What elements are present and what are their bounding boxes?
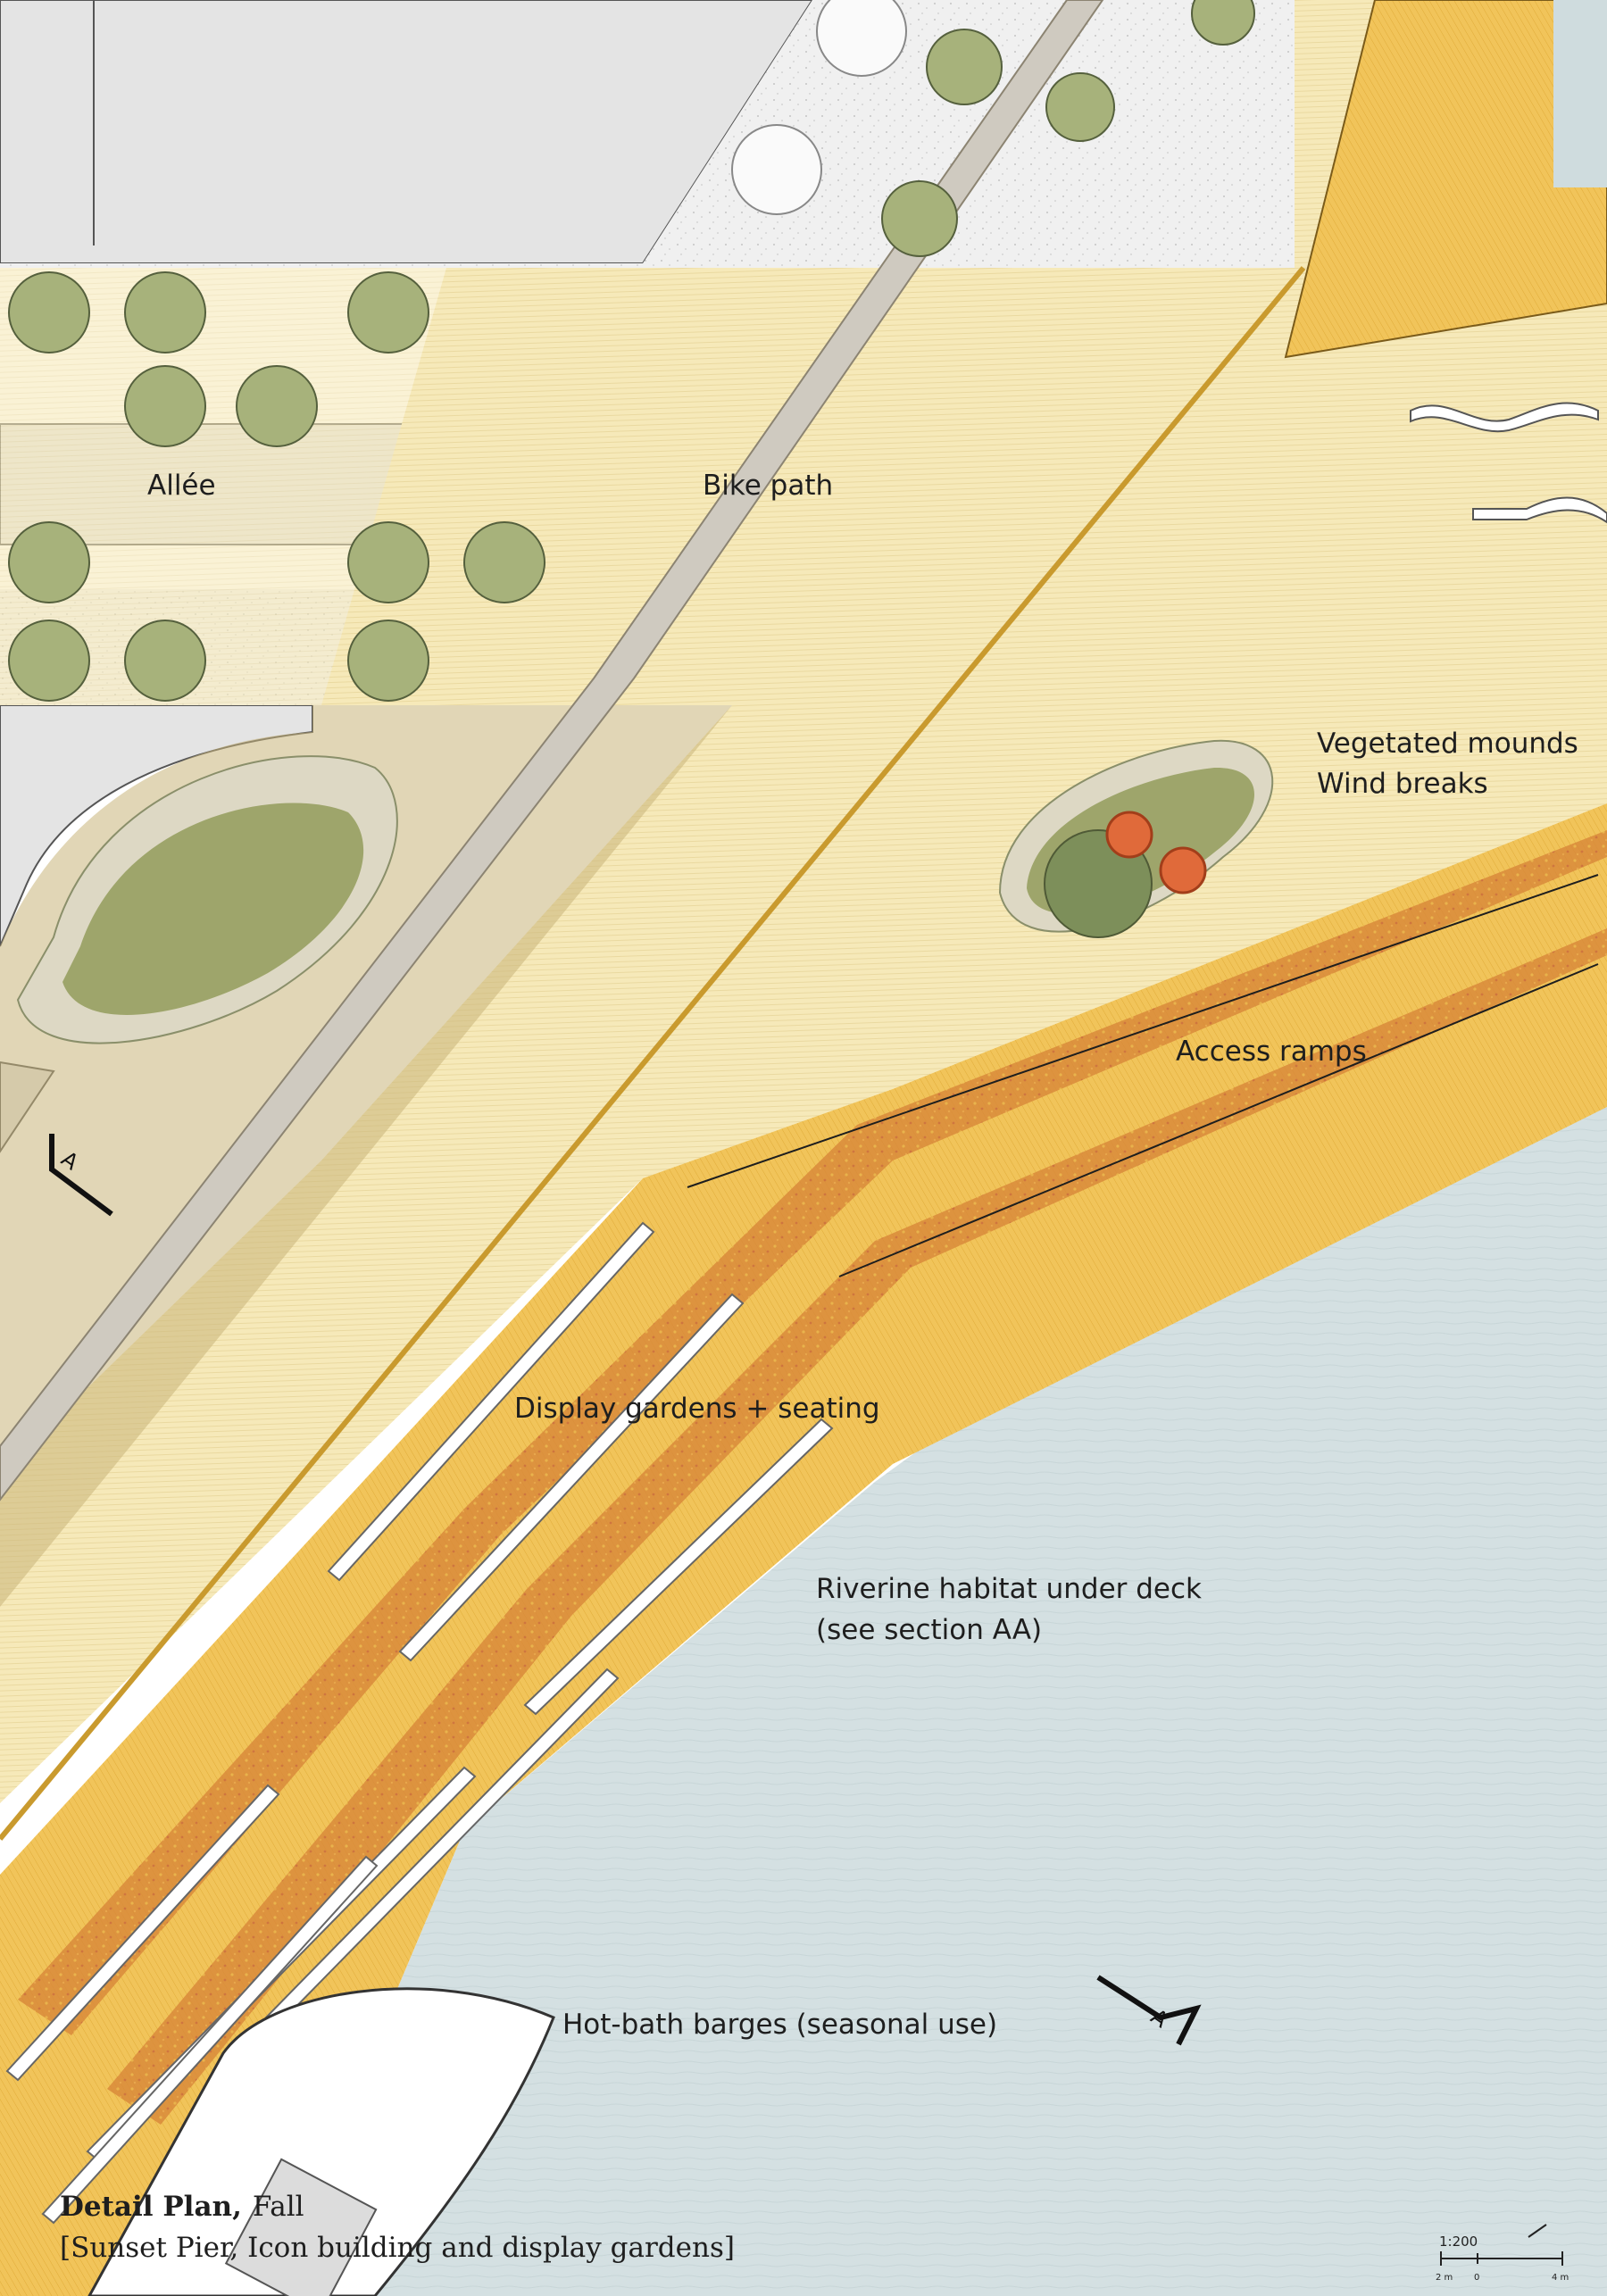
label-riverine-habitat: Riverine habitat under deck: [816, 1573, 1202, 1605]
tree-icon: [124, 620, 206, 702]
scale-tick-zero: 0: [1474, 2273, 1479, 2283]
access-ramp-line: [838, 963, 1599, 1277]
label-wind-breaks: Wind breaks: [1317, 768, 1488, 800]
boardwalk-terraces: [0, 803, 1607, 2296]
tree-icon: [463, 521, 545, 603]
display-garden-band-2: [107, 928, 1607, 2125]
plan-title-season: Fall: [253, 2191, 304, 2223]
deck-upper-band: [0, 268, 1295, 705]
access-ramp-line: [687, 874, 1599, 1188]
bench-icon: [398, 1293, 745, 1662]
label-access-ramps: Access ramps: [1176, 1036, 1367, 1068]
tree-icon: [1191, 0, 1255, 46]
flower-icon: [1105, 811, 1153, 859]
hot-bath-barge: [87, 1987, 555, 2296]
tree-icon: [926, 29, 1003, 105]
tree-icon: [347, 521, 429, 603]
tree-icon: [8, 620, 90, 702]
tree-icon: [236, 365, 318, 447]
label-riverine-section: (see section AA): [816, 1614, 1042, 1646]
icon-building-boardwalk: [1284, 0, 1607, 359]
bike-path: [0, 0, 1104, 1502]
tree-icon: [347, 620, 429, 702]
label-allee: Allée: [147, 470, 216, 502]
plan-title-bold: Detail Plan,: [60, 2191, 242, 2223]
garden-seating-benches: [5, 1221, 834, 2225]
bench-icon: [1472, 496, 1607, 524]
tree-icon: [124, 271, 206, 354]
scale-ratio: 1:200: [1439, 2234, 1478, 2250]
allee-trees: [8, 0, 1255, 702]
vegetated-mound-west-core: [62, 803, 364, 1016]
umbrella-icon: [731, 124, 822, 215]
bench-icon: [327, 1221, 655, 1582]
icon-building-pool: [1553, 0, 1607, 187]
tree-icon: [1045, 72, 1115, 142]
flower-icon: [1159, 846, 1207, 894]
plan-title: Detail Plan, Fall: [60, 2191, 304, 2223]
river-water: [268, 1098, 1607, 2296]
bench-icon: [5, 1784, 280, 2082]
scale-bar: 1:200 2 m 0 4 m: [1436, 2224, 1569, 2283]
barge-deck-structure: [224, 2158, 378, 2296]
label-vegetated-mounds: Vegetated mounds: [1317, 728, 1578, 760]
bench-icon: [41, 1855, 379, 2225]
bench-icon: [523, 1418, 834, 1716]
label-hot-bath-barges: Hot-bath barges (seasonal use): [562, 2009, 997, 2041]
scale-tick-left: 2 m: [1436, 2273, 1453, 2283]
scale-tick-right: 4 m: [1552, 2273, 1569, 2283]
umbrella-icon: [816, 0, 907, 77]
tree-icon: [124, 365, 206, 447]
tree-icon: [347, 271, 429, 354]
tree-icon: [8, 271, 90, 354]
deck-edge-line: [0, 266, 1306, 1841]
tree-icon: [881, 180, 958, 257]
label-display-gardens: Display gardens + seating: [514, 1393, 880, 1425]
tree-icon: [8, 521, 90, 603]
label-bike-path: Bike path: [703, 470, 833, 502]
plan-subtitle: [Sunset Pier, Icon building and display …: [60, 2232, 735, 2264]
plaza-paving: [0, 0, 1375, 705]
bench-icon: [1410, 402, 1599, 433]
